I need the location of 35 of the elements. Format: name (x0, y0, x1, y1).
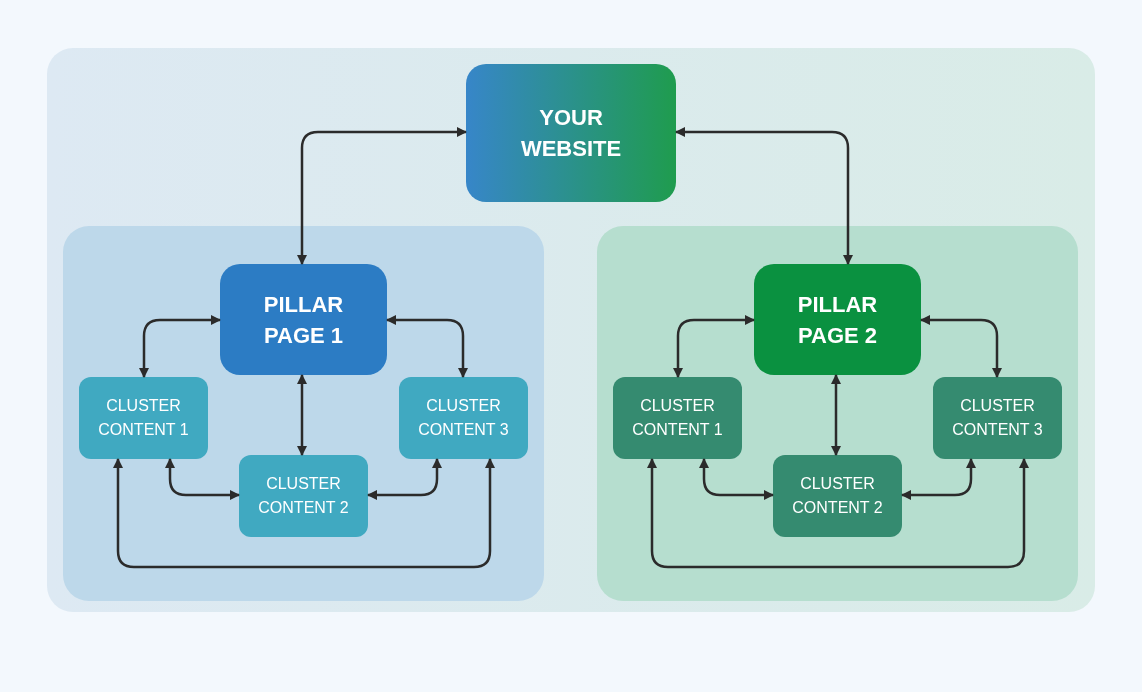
panel-background (597, 226, 1078, 601)
box-label: PILLAR PAGE 1 (262, 290, 345, 350)
connector-arrow (901, 458, 976, 500)
connector-arrow (297, 374, 307, 456)
connector-arrow (673, 315, 755, 378)
connector-arrow (367, 458, 442, 500)
box-label: CLUSTER CONTENT 1 (631, 396, 724, 440)
box-label: CLUSTER CONTENT 3 (951, 396, 1044, 440)
connector-arrow (165, 458, 240, 500)
cluster-box (613, 377, 742, 459)
connector-arrow (699, 458, 774, 500)
connector-arrow (831, 374, 841, 456)
connector-arrow (113, 458, 495, 569)
connector-arrow (675, 127, 853, 265)
connector-arrow (386, 315, 468, 378)
cluster-box (773, 455, 902, 537)
box-label: CLUSTER CONTENT 1 (97, 396, 190, 440)
connector-arrow (647, 458, 1029, 569)
cluster-box (239, 455, 368, 537)
page-box (466, 64, 676, 202)
connector-arrow (139, 315, 221, 378)
box-label: PILLAR PAGE 2 (796, 290, 879, 350)
box-label: CLUSTER CONTENT 3 (417, 396, 510, 440)
cluster-box (79, 377, 208, 459)
page-box (754, 264, 921, 375)
cluster-box (933, 377, 1062, 459)
connector-arrow (297, 127, 467, 265)
box-label: YOUR WEBSITE (519, 104, 623, 163)
box-label: CLUSTER CONTENT 2 (257, 474, 350, 518)
connector-arrow (920, 315, 1002, 378)
panel-background (63, 226, 544, 601)
page-box (220, 264, 387, 375)
panel-background (47, 48, 1095, 612)
box-label: CLUSTER CONTENT 2 (791, 474, 884, 518)
cluster-box (399, 377, 528, 459)
